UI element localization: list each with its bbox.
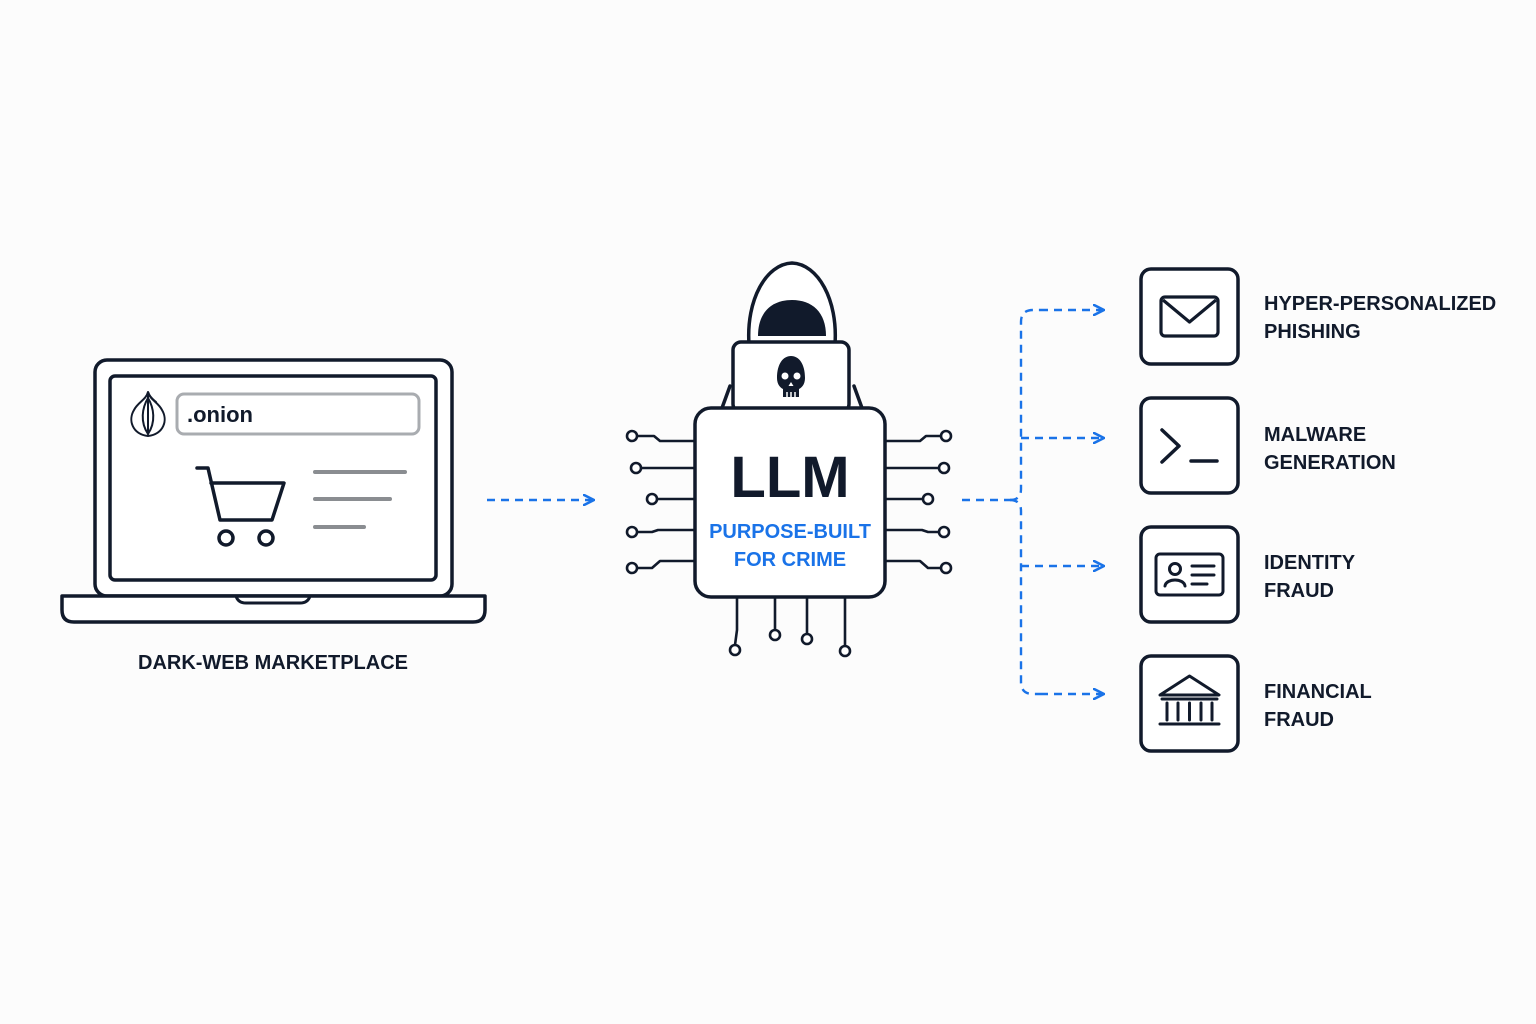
- identity-box: [1139, 525, 1240, 624]
- phishing-box: [1139, 267, 1240, 366]
- laptop-base: [60, 594, 487, 624]
- identity-label-line2: FRAUD: [1264, 580, 1334, 602]
- skull-icon: [777, 356, 805, 397]
- phishing-label-line1: HYPER-PERSONALIZED: [1264, 293, 1496, 315]
- onion-icon: [130, 391, 166, 438]
- phishing-label-line2: PHISHING: [1264, 321, 1361, 343]
- malware-label-line2: GENERATION: [1264, 452, 1396, 474]
- branch-arrows: [1021, 310, 1103, 694]
- financial-label-line2: FRAUD: [1264, 709, 1334, 731]
- terminal-icon: [1160, 428, 1219, 464]
- llm-subtitle-line2: FOR CRIME: [734, 549, 846, 571]
- circuit-pins-icon: [625, 429, 953, 658]
- financial-label-line1: FINANCIAL: [1264, 681, 1372, 703]
- llm-chip: [693, 406, 887, 599]
- llm-subtitle-line1: PURPOSE-BUILT: [709, 521, 871, 543]
- url-text: .onion: [187, 402, 253, 427]
- id-card-icon: [1154, 552, 1225, 597]
- marketplace-caption: DARK-WEB MARKETPLACE: [138, 652, 408, 674]
- laptop-illustration: .onion: [60, 358, 487, 624]
- malware-box: [1139, 396, 1240, 495]
- url-bar[interactable]: [175, 392, 421, 436]
- envelope-icon: [1159, 295, 1220, 338]
- listing-lines: [313, 470, 407, 529]
- cart-icon: [195, 466, 286, 547]
- malware-label-line1: MALWARE: [1264, 424, 1366, 446]
- laptop-notch: [234, 595, 312, 605]
- llm-title: LLM: [730, 445, 849, 510]
- identity-label-line1: IDENTITY: [1264, 552, 1356, 574]
- bank-icon: [1158, 674, 1221, 726]
- branch-connectors: [962, 308, 1040, 696]
